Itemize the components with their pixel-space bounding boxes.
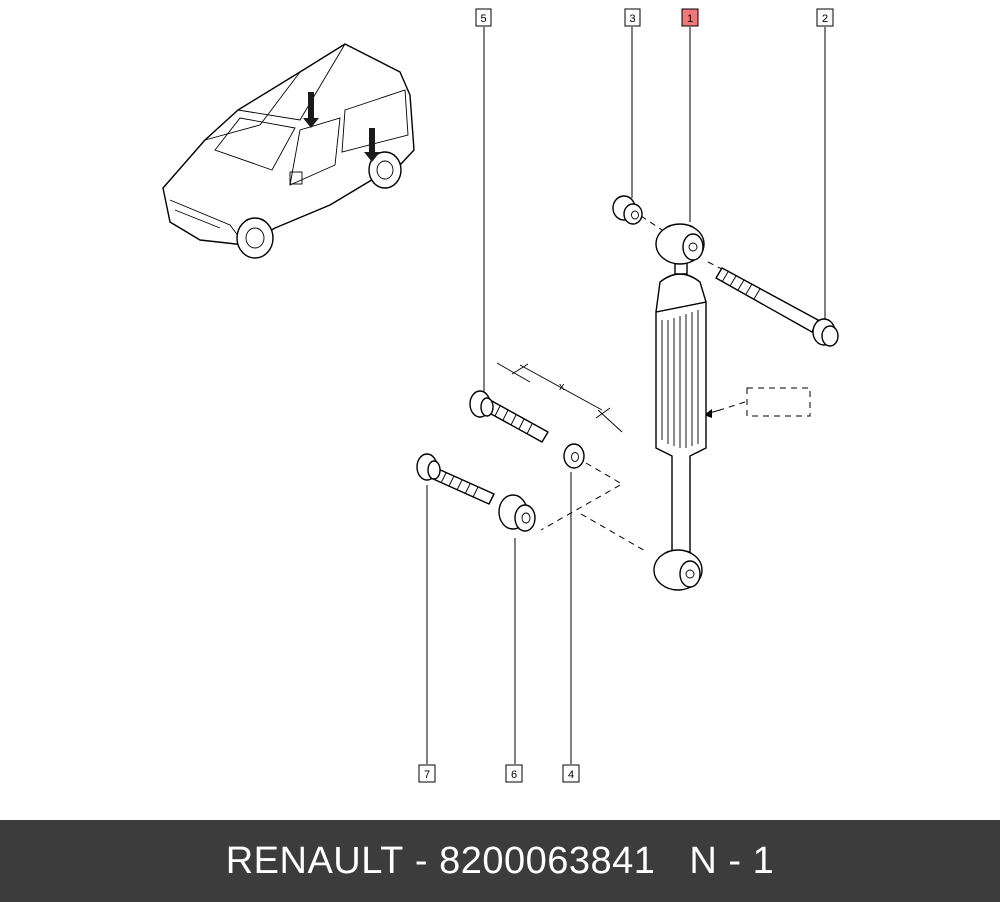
callout-3[interactable]: 3 (624, 8, 641, 27)
dimension-x: x (496, 362, 623, 433)
vehicle-illustration (162, 43, 415, 259)
bolt-upper-short (469, 390, 549, 443)
bolt-upper-long (715, 267, 839, 347)
brand-name: RENAULT (225, 839, 404, 882)
callout-2[interactable]: 2 (816, 8, 834, 27)
bush (498, 494, 536, 532)
position-code: N - 1 (689, 839, 775, 882)
svg-text:4: 4 (568, 769, 574, 781)
separator: - (414, 839, 428, 882)
callout-4[interactable]: 4 (562, 764, 580, 783)
exploded-parts-diagram: x (162, 8, 839, 783)
svg-text:7: 7 (424, 769, 430, 781)
washer (563, 443, 585, 469)
svg-text:1: 1 (687, 13, 693, 25)
callout-6[interactable]: 6 (505, 764, 523, 783)
svg-text:2: 2 (822, 13, 828, 25)
leader-lines (426, 27, 826, 764)
part-info-footer: RENAULT - 8200063841 N - 1 (0, 820, 1000, 902)
svg-text:6: 6 (511, 769, 517, 781)
part-number: 8200063841 (439, 839, 656, 882)
nut-upper (612, 195, 643, 225)
callout-1[interactable]: 1 (681, 8, 699, 27)
reference-box (746, 387, 811, 417)
bolt-lower (416, 453, 495, 505)
svg-text:5: 5 (480, 13, 486, 25)
svg-text:3: 3 (629, 13, 635, 25)
callout-5[interactable]: 5 (475, 8, 492, 27)
dimension-label-x: x (559, 381, 565, 393)
callout-7[interactable]: 7 (418, 764, 436, 783)
shock-absorber (653, 223, 707, 591)
